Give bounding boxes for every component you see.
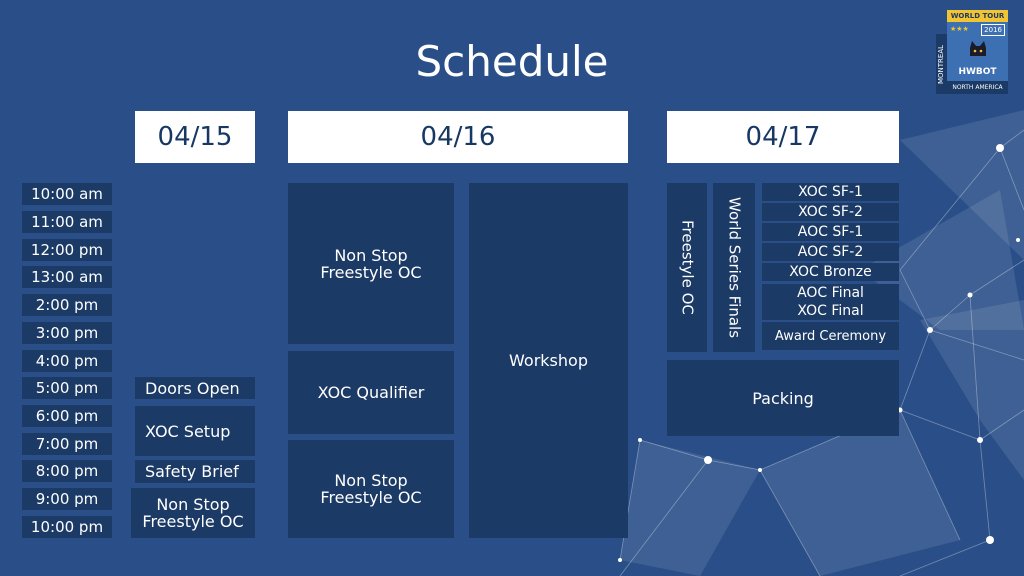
event-xoc-setup: XOC Setup [135,406,255,456]
event-label: Packing [752,388,814,408]
event-label: XOC SF-1 [798,183,863,200]
page-title: Schedule [415,37,609,86]
event-xoc-final: XOC Final [762,302,899,320]
event-label-line2: Freestyle OC [320,488,422,507]
time-slot: 10:00 pm [22,516,112,538]
event-workshop: Workshop [469,183,628,538]
event-label: XOC Final [797,302,864,319]
time-slot: 9:00 pm [22,488,112,510]
event-label-line2: Freestyle OC [320,262,422,282]
event-label: AOC Final [797,284,864,301]
event-non-stop-freestyle-oc-evening: Non Stop Freestyle OC [288,440,454,538]
event-aoc-sf-2: AOC SF-2 [762,243,899,261]
time-slot: 3:00 pm [22,322,112,344]
time-slot: 6:00 pm [22,405,112,427]
badge-name: HWBOT [958,67,997,77]
event-doors-open: Doors Open [135,377,255,399]
badge-body: WORLD TOUR ★★★ 2016 HWBOT NORTH AMERICA [947,10,1008,94]
badge-stars: ★★★ [950,25,969,33]
badge-region: NORTH AMERICA [947,81,1008,94]
event-label: AOC SF-2 [797,243,864,260]
event-xoc-qualifier: XOC Qualifier [288,351,454,434]
badge-city: MONTREAL [937,44,945,84]
event-label: Freestyle OC [678,220,697,315]
time-slot: 5:00 pm [22,377,112,399]
event-non-stop-freestyle-oc-morning: Non Stop Freestyle OC [288,183,454,344]
event-badge: MONTREAL WORLD TOUR ★★★ 2016 HWBOT NORTH… [936,10,1008,94]
event-label: XOC Setup [145,421,231,441]
time-slot: 13:00 am [22,266,112,288]
event-label: World Series Finals [725,196,744,339]
event-label: AOC SF-1 [797,223,864,240]
event-aoc-sf-1: AOC SF-1 [762,223,899,241]
event-label-line2: Freestyle OC [142,512,244,531]
event-non-stop-freestyle-oc: Non Stop Freestyle OC [131,488,255,538]
event-xoc-sf-2: XOC SF-2 [762,203,899,221]
event-aoc-final: AOC Final [762,284,899,302]
event-award-ceremony: Award Ceremony [762,322,899,350]
time-slot: 11:00 am [22,211,112,233]
date-header-day3: 04/17 [667,111,899,163]
event-label: Award Ceremony [774,328,887,344]
date-header-day2: 04/16 [288,111,628,163]
time-slot: 10:00 am [22,183,112,205]
time-slot: 12:00 pm [22,239,112,261]
event-label-line1: Non Stop [156,495,230,514]
event-label: Workshop [509,351,588,370]
cat-mascot-icon [970,41,986,56]
event-label: XOC SF-2 [798,203,863,220]
badge-row: ★★★ 2016 [947,23,1008,36]
event-label: XOC Qualifier [317,383,425,402]
time-slot: 4:00 pm [22,350,112,372]
badge-city-strip: MONTREAL [936,34,947,94]
date-header-day1: 04/15 [135,111,255,163]
event-packing: Packing [667,360,899,436]
event-freestyle-oc: Freestyle OC [667,183,707,352]
event-label: XOC Bronze [789,263,872,280]
event-xoc-sf-1: XOC SF-1 [762,183,899,201]
event-label-line1: Non Stop [334,471,408,490]
time-slot: 7:00 pm [22,433,112,455]
event-world-series-finals: World Series Finals [713,183,755,352]
event-label-line1: Non Stop [334,245,408,265]
badge-world-tour: WORLD TOUR [947,10,1008,22]
event-label: Doors Open [145,378,240,398]
time-slot: 2:00 pm [22,294,112,316]
badge-year: 2016 [981,24,1005,36]
event-label: Safety Brief [145,462,239,481]
event-xoc-bronze: XOC Bronze [762,263,899,281]
time-slot: 8:00 pm [22,460,112,482]
event-safety-brief: Safety Brief [135,460,255,483]
